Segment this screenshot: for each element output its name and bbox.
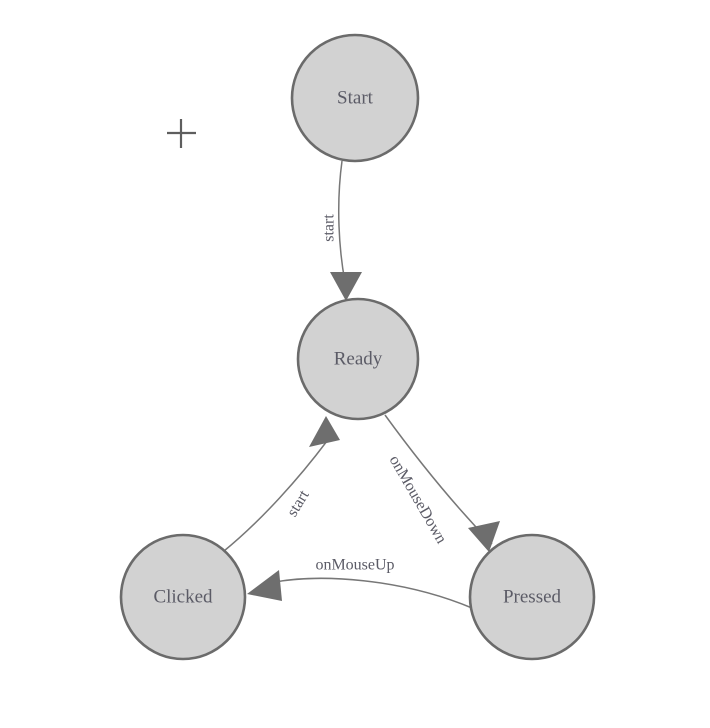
- node-circle: [119, 533, 247, 661]
- node-label-ready: Ready: [334, 348, 383, 369]
- node-ready[interactable]: Ready: [296, 297, 420, 421]
- arrowhead-icon: [468, 521, 500, 552]
- edge-ready-to-pressed[interactable]: onMouseDown: [384, 414, 500, 552]
- node-label-start: Start: [337, 87, 374, 108]
- edge-pressed-to-clicked[interactable]: onMouseUp: [247, 557, 473, 609]
- arrowhead-icon: [330, 272, 362, 301]
- edge-label-pressed-to-clicked: onMouseUp: [315, 557, 394, 574]
- edge-clicked-to-ready[interactable]: start: [223, 416, 340, 552]
- node-circle: [290, 33, 420, 163]
- crosshair-icon: [167, 119, 196, 148]
- node-label-clicked: Clicked: [153, 586, 213, 607]
- edge-label-clicked-to-ready: start: [284, 487, 313, 520]
- arrowhead-icon: [247, 570, 282, 601]
- node-circle: [296, 297, 420, 421]
- node-label-pressed: Pressed: [503, 586, 562, 607]
- edge-label-ready-to-pressed: onMouseDown: [386, 453, 450, 547]
- edge-path: [274, 577, 473, 609]
- node-clicked[interactable]: Clicked: [119, 533, 247, 661]
- edge-path: [338, 160, 346, 283]
- edge-path: [223, 440, 328, 552]
- node-pressed[interactable]: Pressed: [468, 533, 596, 661]
- node-layer: Start Ready Clicked Pressed: [119, 33, 596, 661]
- node-start[interactable]: Start: [290, 33, 420, 163]
- edge-start-to-ready[interactable]: start: [321, 160, 362, 301]
- arrowhead-icon: [309, 416, 340, 447]
- node-circle: [468, 533, 596, 661]
- edge-label-start-to-ready: start: [321, 214, 338, 242]
